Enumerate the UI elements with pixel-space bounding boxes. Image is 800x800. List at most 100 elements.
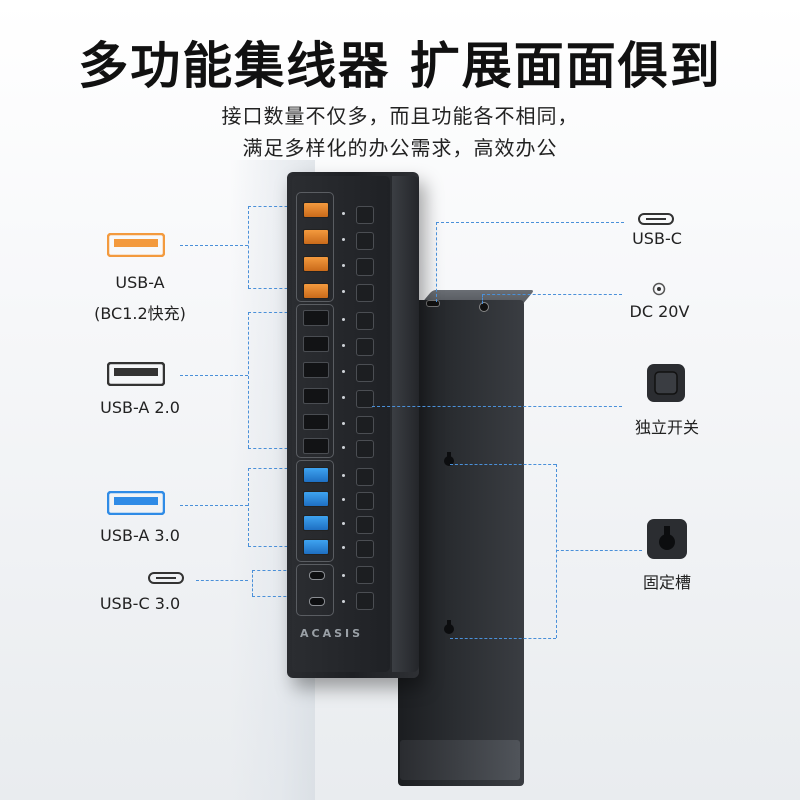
- usb-a-fast-port[interactable]: [303, 202, 329, 218]
- label-usb-c: USB-C: [632, 229, 682, 248]
- usb-a-blue-icon: [107, 491, 165, 515]
- status-led: [342, 318, 345, 321]
- usb-a3-port[interactable]: [303, 539, 329, 555]
- dc-jack: [479, 302, 489, 312]
- connector-line: [248, 312, 298, 313]
- connector-line: [248, 468, 249, 546]
- connector-line: [248, 468, 298, 469]
- label-slot: 固定槽: [642, 573, 691, 592]
- port-switch[interactable]: [356, 592, 374, 610]
- headline: 多功能集线器 扩展面面俱到: [78, 37, 722, 95]
- usb-c-port[interactable]: [309, 597, 325, 606]
- dc-port-icon: [652, 282, 666, 296]
- port-switch[interactable]: [356, 566, 374, 584]
- label-dc: DC 20V: [629, 302, 690, 321]
- status-led: [342, 600, 345, 603]
- connector-line: [248, 288, 298, 289]
- subtitle-line-2: 满足多样化的办公需求，高效办公: [242, 136, 558, 160]
- status-led: [342, 574, 345, 577]
- usb-a-fast-port[interactable]: [303, 229, 329, 245]
- status-led: [342, 546, 345, 549]
- connector-line: [556, 550, 642, 551]
- port-switch[interactable]: [356, 364, 374, 382]
- connector-line: [248, 448, 298, 449]
- brand-logo: ACASIS: [300, 627, 364, 640]
- label-usb-a-fast: USB-A: [115, 273, 165, 292]
- connector-line: [248, 206, 249, 288]
- status-led: [342, 238, 345, 241]
- connector-line: [252, 596, 302, 597]
- port-switch[interactable]: [356, 468, 374, 486]
- connector-line: [248, 546, 298, 547]
- usb-a-black-icon: [107, 362, 165, 386]
- port-group-fast: [296, 192, 334, 302]
- status-led: [342, 344, 345, 347]
- usb-a2-port[interactable]: [303, 362, 329, 378]
- subtitle-line-1: 接口数量不仅多，而且功能各不相同，: [221, 104, 579, 128]
- port-switch[interactable]: [356, 492, 374, 510]
- connector-line: [180, 375, 248, 376]
- port-switch[interactable]: [356, 390, 374, 408]
- status-led: [342, 290, 345, 293]
- port-switch[interactable]: [356, 440, 374, 458]
- status-led: [342, 264, 345, 267]
- label-bc12-fast-charge: (BC1.2快充): [94, 304, 186, 323]
- port-switch[interactable]: [356, 232, 374, 250]
- status-led: [342, 370, 345, 373]
- status-led: [342, 522, 345, 525]
- usb-a2-port[interactable]: [303, 438, 329, 454]
- port-group-usbc: [296, 564, 334, 616]
- connector-line: [180, 505, 248, 506]
- connector-line: [252, 570, 253, 596]
- usb-a3-port[interactable]: [303, 515, 329, 531]
- label-switch: 独立开关: [634, 418, 699, 437]
- port-group-usb2: [296, 304, 334, 458]
- usb-a2-port[interactable]: [303, 388, 329, 404]
- port-group-usb3: [296, 460, 334, 562]
- connector-line: [372, 406, 622, 407]
- connector-line: [248, 312, 249, 448]
- port-switch[interactable]: [356, 284, 374, 302]
- port-switch[interactable]: [356, 338, 374, 356]
- port-switch[interactable]: [356, 258, 374, 276]
- usb-a-fast-port[interactable]: [303, 283, 329, 299]
- port-switch[interactable]: [356, 312, 374, 330]
- usb-c-rear-port: [426, 300, 440, 307]
- connector-line: [482, 294, 622, 295]
- connector-line: [482, 294, 483, 304]
- connector-line: [196, 580, 248, 581]
- status-led: [342, 212, 345, 215]
- usb-a-orange-icon: [107, 233, 165, 257]
- usb-a2-port[interactable]: [303, 310, 329, 326]
- port-switch[interactable]: [356, 416, 374, 434]
- port-switch[interactable]: [356, 516, 374, 534]
- usb-a-fast-port[interactable]: [303, 256, 329, 272]
- switch-icon: [647, 364, 685, 402]
- connector-line: [450, 464, 556, 465]
- status-led: [342, 498, 345, 501]
- hub-side-panel: [398, 300, 524, 786]
- label-usb-a-2: USB-A 2.0: [100, 398, 180, 417]
- connector-line: [248, 206, 298, 207]
- label-usb-a-3: USB-A 3.0: [100, 526, 180, 545]
- mount-slot-icon: [444, 452, 454, 466]
- mount-slot-icon: [647, 519, 687, 559]
- usb-a3-port[interactable]: [303, 467, 329, 483]
- hub-base: [400, 740, 520, 780]
- connector-line: [436, 222, 624, 223]
- usb-c-port[interactable]: [309, 571, 325, 580]
- usb-c-icon: [148, 572, 184, 584]
- usb-a3-port[interactable]: [303, 491, 329, 507]
- usb-c-icon: [638, 213, 674, 225]
- connector-line: [436, 222, 437, 302]
- connector-line: [252, 570, 302, 571]
- status-led: [342, 396, 345, 399]
- status-led: [342, 474, 345, 477]
- usb-a2-port[interactable]: [303, 414, 329, 430]
- usb-a2-port[interactable]: [303, 336, 329, 352]
- port-switch[interactable]: [356, 206, 374, 224]
- hub-edge: [392, 176, 419, 672]
- label-usb-c-3: USB-C 3.0: [99, 594, 181, 613]
- status-led: [342, 446, 345, 449]
- port-switch[interactable]: [356, 540, 374, 558]
